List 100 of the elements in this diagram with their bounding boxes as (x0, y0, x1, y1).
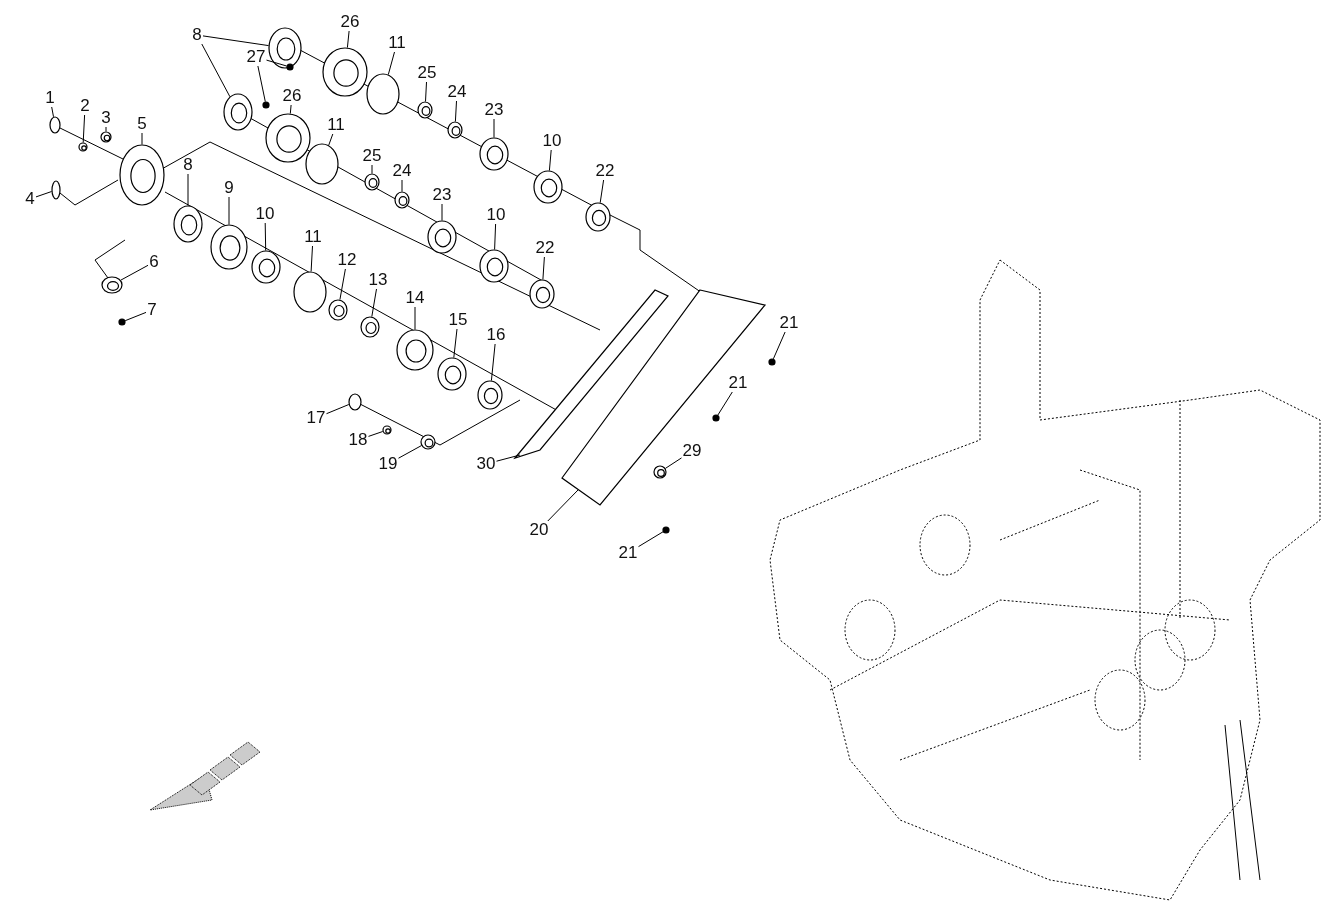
part-circle (348, 393, 362, 411)
leader-line (398, 445, 422, 459)
callout-number: 4 (24, 189, 36, 209)
callout-number: 9 (223, 178, 235, 198)
leader-line (441, 203, 443, 221)
machine-part-drawing (437, 357, 467, 391)
callout-number: 8 (182, 155, 194, 175)
callout-number: 21 (617, 543, 639, 563)
machine-part-drawing (447, 121, 463, 139)
machine-part-drawing (585, 202, 611, 232)
leader-line (326, 404, 350, 415)
leader-line (266, 59, 288, 67)
leader-line (490, 343, 496, 382)
callout-number: 11 (387, 33, 407, 53)
leader-line (328, 133, 334, 146)
callout-number: 25 (416, 63, 438, 83)
callout-number: 23 (483, 100, 505, 120)
machine-part-drawing (420, 434, 436, 450)
machine-part-drawing (223, 93, 253, 131)
machine-part-drawing (268, 27, 302, 69)
callout-number: 22 (594, 161, 616, 181)
callout-number: 24 (391, 161, 413, 181)
callout-number: 11 (326, 115, 346, 135)
machine-part-drawing (322, 47, 368, 97)
callout-number: 8 (191, 25, 203, 45)
leader-line (346, 30, 350, 49)
machine-part-drawing (653, 465, 667, 479)
callout-number: 13 (367, 270, 389, 290)
part-circle (662, 526, 670, 534)
callout-number: 18 (347, 430, 369, 450)
machine-part-drawing (101, 276, 123, 294)
leader-line (494, 223, 497, 250)
machine-part-drawing (477, 380, 503, 410)
machine-part-drawing (265, 113, 311, 163)
machine-part-drawing (360, 316, 380, 338)
part-circle (293, 271, 327, 313)
callout-number: 10 (541, 131, 563, 151)
callout-number: 26 (281, 86, 303, 106)
leader-line (387, 51, 395, 76)
callout-number: 6 (148, 252, 160, 272)
leader-line (228, 196, 230, 225)
callout-number: 5 (136, 114, 148, 134)
leader-line (371, 288, 377, 318)
leader-line (124, 311, 147, 322)
part-circle (262, 101, 270, 109)
callout-number: 19 (377, 454, 399, 474)
machine-part-drawing (364, 173, 380, 191)
leader-line (105, 126, 107, 132)
part-circle (712, 414, 720, 422)
callout-number: 10 (254, 204, 276, 224)
leader-line (496, 454, 521, 462)
leader-line (453, 328, 458, 359)
machine-part-drawing (173, 205, 203, 243)
leader-line (547, 489, 579, 522)
leader-line (310, 245, 313, 272)
leader-line (201, 43, 231, 98)
callout-number: 26 (339, 12, 361, 32)
leader-line (454, 100, 457, 122)
machine-part-drawing (119, 144, 165, 206)
leader-line (141, 132, 143, 145)
machine-part-drawing (529, 279, 555, 309)
leader-line (339, 268, 346, 301)
leader-line (371, 164, 373, 174)
part-circle (51, 180, 61, 200)
machine-part-drawing (382, 425, 392, 435)
leader-line (425, 81, 427, 102)
machine-part-drawing (417, 101, 433, 119)
callout-number: 10 (485, 205, 507, 225)
callout-number: 20 (528, 520, 550, 540)
callout-number: 25 (361, 146, 383, 166)
machine-part-drawing (328, 299, 348, 321)
machine-part-drawing (427, 220, 457, 254)
part-circle (768, 358, 776, 366)
machine-part-drawing (100, 131, 112, 143)
leader-line (638, 531, 664, 548)
leader-line (493, 118, 495, 138)
machine-part-drawing (78, 142, 88, 152)
callout-number: 2 (79, 96, 91, 116)
part-circle (49, 116, 61, 134)
leader-line (401, 179, 403, 192)
part-circle (366, 73, 400, 115)
leader-line (202, 35, 270, 47)
callout-number: 16 (485, 325, 507, 345)
machine-part-drawing (394, 191, 410, 209)
callout-number: 21 (778, 313, 800, 333)
callout-number: 1 (44, 88, 56, 108)
leader-line (772, 331, 786, 360)
callout-number: 30 (475, 454, 497, 474)
leader-line (368, 431, 384, 437)
leader-line (548, 149, 552, 172)
callout-number: 27 (245, 47, 267, 67)
machine-part-drawing (561, 289, 767, 506)
leader-line (664, 457, 682, 469)
callout-number: 21 (727, 373, 749, 393)
leader-line (542, 256, 545, 280)
leader-line (35, 191, 53, 198)
leader-line (120, 264, 149, 281)
machine-part-drawing (513, 289, 669, 460)
callout-number: 24 (446, 82, 468, 102)
leader-line (289, 104, 292, 115)
